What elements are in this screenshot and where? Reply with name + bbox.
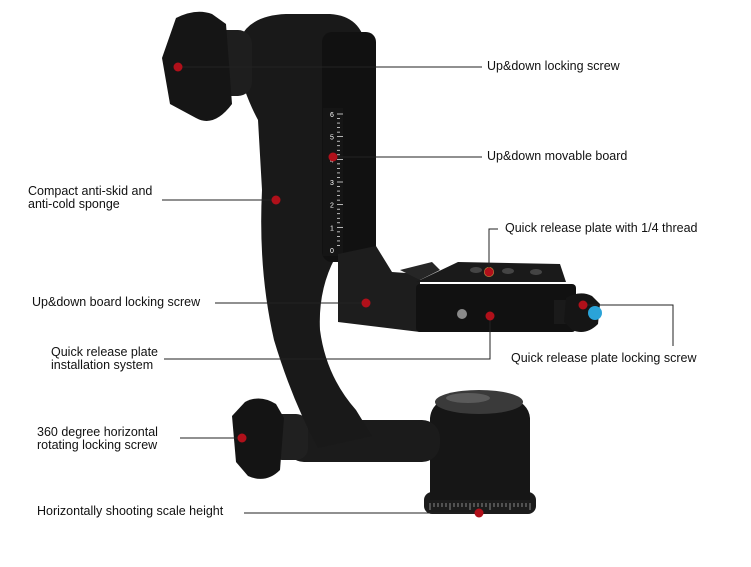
qr-knob-head (564, 293, 600, 332)
qr-locking-knob (554, 293, 602, 332)
label-text: Quick release plate with 1/4 thread (505, 221, 698, 235)
marker-scale-height (474, 508, 484, 518)
label-updown-locking-screw: Up&down locking screw (487, 60, 620, 73)
scale-tick-label: 5 (330, 135, 334, 142)
label-text: Up&down board locking screw (32, 295, 201, 309)
plate-slot-2 (502, 268, 514, 274)
label-qr-install: Quick release plate installation system (51, 346, 158, 372)
base-cylinder (430, 392, 530, 500)
label-text-line2: installation system (51, 358, 154, 372)
marker-sponge (271, 195, 281, 205)
label-text: Quick release plate locking screw (511, 351, 697, 365)
qr-knob-cap (588, 306, 602, 320)
vertical-board-scale (323, 108, 343, 256)
marker-updown-movable-board (328, 152, 338, 162)
base-scale-ticks (429, 503, 531, 510)
marker-qr-plate-thread (484, 267, 494, 277)
label-scale-height: Horizontally shooting scale height (37, 505, 223, 518)
label-updown-movable-board: Up&down movable board (487, 150, 627, 163)
label-text-line1: Quick release plate (51, 345, 159, 359)
leader-qr-plate-thread (488, 228, 498, 272)
quick-release-clamp (416, 284, 576, 332)
label-text-line2: anti-cold sponge (28, 197, 120, 211)
label-sponge: Compact anti-skid and anti-cold sponge (28, 185, 152, 211)
label-text-line1: 360 degree horizontal (37, 425, 158, 439)
scale-tick-label: 3 (330, 180, 334, 187)
label-board-locking-screw: Up&down board locking screw (32, 296, 200, 309)
leader-qr-locking-screw (583, 304, 674, 346)
label-text-line2: rotating locking screw (37, 438, 158, 452)
label-text: Up&down movable board (487, 149, 628, 163)
scale-tick-label: 2 (330, 203, 334, 210)
marker-board-locking-screw (361, 298, 371, 308)
install-screw (457, 309, 467, 319)
top-locking-knob (162, 11, 252, 121)
base-turntable (424, 390, 536, 514)
rotating-knob-head (232, 398, 284, 479)
label-text: Up&down locking screw (487, 59, 620, 73)
label-text-line1: Compact anti-skid and (28, 184, 153, 198)
scale-tick-label: 6 (330, 112, 334, 119)
scale-tick-label: 1 (330, 225, 334, 232)
clamp-bracket (338, 246, 420, 332)
rotating-knob (232, 398, 308, 479)
scale-tick-label: 0 (330, 248, 334, 255)
top-knob-head (162, 11, 232, 121)
label-rotating-screw: 360 degree horizontal rotating locking s… (37, 426, 158, 452)
base-top-highlight (446, 393, 490, 403)
marker-qr-locking-screw (578, 300, 588, 310)
callout-markers (173, 62, 588, 518)
label-qr-plate-thread: Quick release plate with 1/4 thread (505, 222, 697, 235)
leader-qr-install (164, 318, 491, 360)
plate-slot-1 (470, 267, 482, 273)
vertical-board: 6543210 (322, 32, 376, 262)
marker-qr-install (485, 311, 495, 321)
marker-updown-locking-screw (173, 62, 183, 72)
clamp-lip (400, 262, 440, 280)
clamp-assembly (338, 246, 576, 332)
label-qr-locking-screw: Quick release plate locking screw (511, 352, 697, 365)
plate-slot-3 (530, 269, 542, 275)
label-text: Horizontally shooting scale height (37, 504, 224, 518)
leader-lines (162, 66, 674, 514)
marker-rotating-screw (237, 433, 247, 443)
